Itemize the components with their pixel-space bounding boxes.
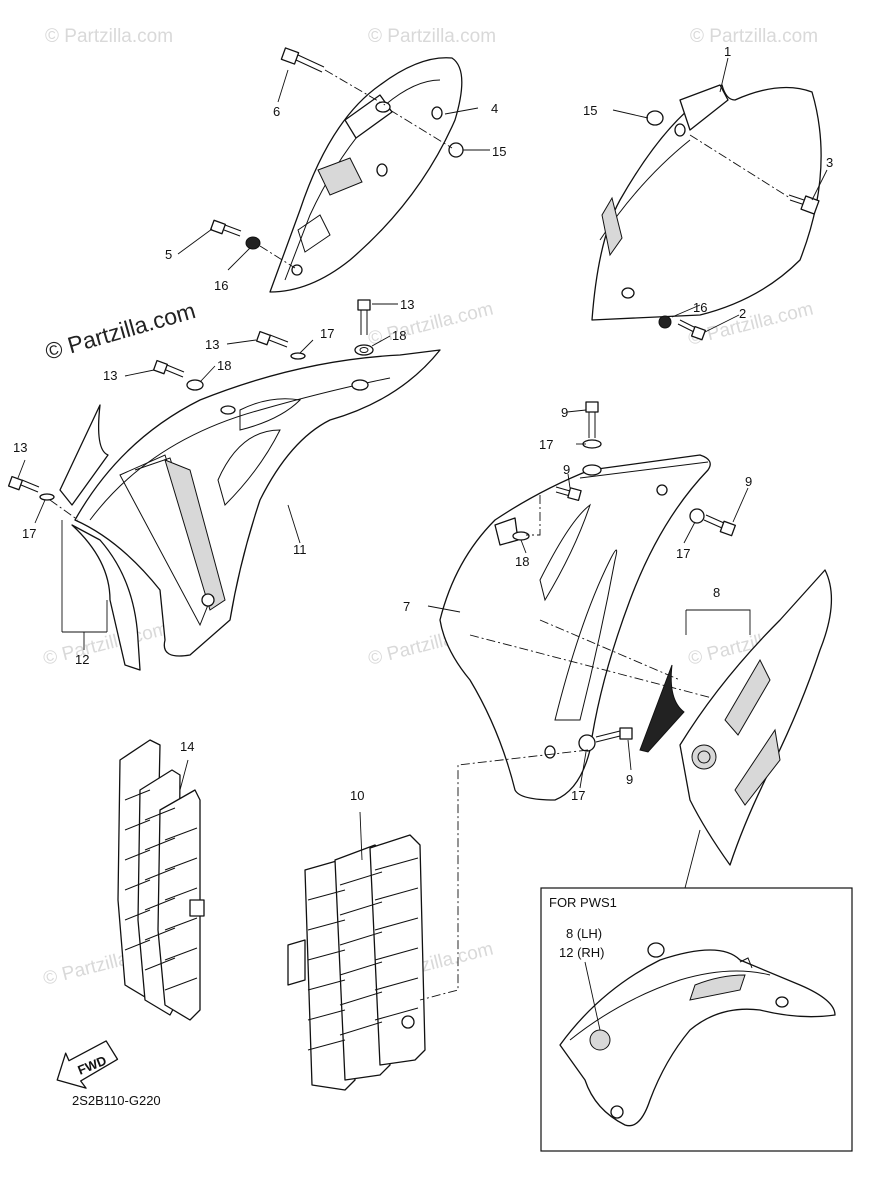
- callout-9: 9: [561, 405, 568, 420]
- watermark-primary: © Partzilla.com: [42, 297, 198, 365]
- inset-label-rh: 12 (RH): [559, 945, 605, 960]
- callout-2: 2: [739, 306, 746, 321]
- callout-13: 13: [205, 337, 219, 352]
- collar-18-c: [512, 531, 530, 541]
- callout-8: 8: [713, 585, 720, 600]
- callout-18: 18: [392, 328, 406, 343]
- inset-title: FOR PWS1: [549, 895, 617, 910]
- part-10-radiator-guard: [287, 834, 426, 1091]
- callout-1: 1: [724, 44, 731, 59]
- bolt-2: [677, 319, 706, 341]
- callout-16: 16: [214, 278, 228, 293]
- collar-16-left: [245, 236, 261, 250]
- part-11-shroud-left: [74, 349, 441, 657]
- washer-15-left: [448, 142, 464, 158]
- collar-18-b: [186, 379, 204, 391]
- callout-18: 18: [515, 554, 529, 569]
- callout-13: 13: [13, 440, 27, 455]
- washer-17-d: [689, 508, 705, 524]
- callout-5: 5: [165, 247, 172, 262]
- bolt-5: [210, 219, 242, 237]
- callout-9: 9: [626, 772, 633, 787]
- callout-9: 9: [745, 474, 752, 489]
- callout-18: 18: [217, 358, 231, 373]
- callout-14: 14: [180, 739, 194, 754]
- bolt-13-b: [255, 330, 289, 348]
- callout-17: 17: [571, 788, 585, 803]
- bolt-9-c: [703, 514, 736, 537]
- bolt-13-d: [7, 475, 40, 493]
- watermark: © Partzilla.com: [366, 299, 495, 350]
- callout-13: 13: [400, 297, 414, 312]
- callout-12: 12: [75, 652, 89, 667]
- bolt-6: [280, 47, 386, 106]
- callout-17: 17: [320, 326, 334, 341]
- part-12-graphic-right: [59, 404, 141, 671]
- bolt-13-c: [152, 359, 185, 378]
- washer-17-a: [290, 352, 306, 360]
- bolt-9-a: [585, 401, 599, 438]
- forward-arrow-icon: FWD: [56, 1040, 119, 1089]
- callout-7: 7: [403, 599, 410, 614]
- callout-15: 15: [492, 144, 506, 159]
- collar-18-a: [354, 344, 374, 356]
- watermark: © Partzilla.com: [690, 26, 818, 47]
- callout-17: 17: [676, 546, 690, 561]
- collar-16-right: [658, 315, 672, 329]
- inset-label-lh: 8 (LH): [566, 926, 602, 941]
- callout-9: 9: [563, 462, 570, 477]
- callout-6: 6: [273, 104, 280, 119]
- callout-15: 15: [583, 103, 597, 118]
- part-4-side-cover-left: [269, 57, 463, 293]
- watermark: © Partzilla.com: [45, 26, 173, 47]
- part-8-graphic-left: [639, 569, 833, 866]
- watermark: © Partzilla.com: [41, 619, 170, 670]
- bolt-13-a: [357, 299, 371, 335]
- part-7-shroud-right: [439, 454, 711, 801]
- callout-13: 13: [103, 368, 117, 383]
- part-14-radiator-guard: [117, 739, 205, 1021]
- washer-15-right: [646, 110, 664, 126]
- washer-17-e: [578, 734, 596, 752]
- callout-labels: 1 2 3 4 5 6 7 8 9 9 9 9 10 11 12 13 13 1…: [13, 44, 833, 803]
- bolt-9-d: [595, 727, 633, 743]
- leader-lines: [17, 57, 828, 861]
- bolt-9-b: [555, 486, 582, 502]
- callout-10: 10: [350, 788, 364, 803]
- watermark: © Partzilla.com: [368, 26, 496, 47]
- inset-shroud-graphic: [559, 942, 836, 1127]
- washer-17-b: [39, 493, 55, 501]
- callout-17: 17: [539, 437, 553, 452]
- diagram-code: 2S2B110-G220: [72, 1093, 161, 1108]
- part-1-side-cover-right: [591, 84, 822, 321]
- callout-16: 16: [693, 300, 707, 315]
- callout-4: 4: [491, 101, 498, 116]
- callout-11: 11: [293, 542, 307, 557]
- callout-17: 17: [22, 526, 36, 541]
- callout-3: 3: [826, 155, 833, 170]
